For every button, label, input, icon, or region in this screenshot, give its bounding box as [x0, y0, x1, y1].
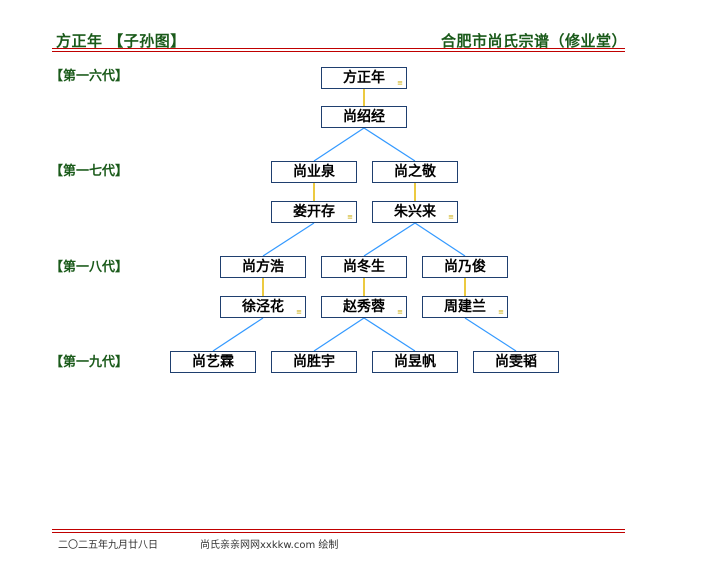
person-node: 尚胜宇 [271, 351, 357, 373]
person-name: 尚绍经 [343, 109, 385, 125]
footer-rule-bottom [52, 532, 625, 533]
child-link [262, 222, 315, 257]
person-node: 尚绍经 [321, 106, 407, 128]
person-node: 尚方浩 [220, 256, 306, 278]
person-name: 娄开存 [293, 204, 335, 220]
footer-rule-top [52, 529, 625, 530]
generation-label-16: 【第一六代】 [50, 69, 129, 84]
genealogy-title: 合肥市尚氏宗谱（修业堂） [440, 32, 627, 50]
person-name: 尚昱帆 [394, 354, 436, 370]
child-link [313, 317, 365, 352]
note-mark-icon: ≡ [397, 308, 403, 316]
note-mark-icon: ≡ [347, 213, 353, 221]
person-node: 赵秀蓉 ≡ [321, 296, 407, 318]
person-node: 尚昱帆 [372, 351, 458, 373]
child-link [313, 127, 365, 162]
generation-label-19: 【第一九代】 [50, 355, 129, 370]
person-name: 尚乃俊 [444, 259, 486, 275]
person-node: 尚乃俊 [422, 256, 508, 278]
header-rule-top [52, 48, 625, 49]
person-name: 尚艺霖 [192, 354, 234, 370]
person-name: 徐泾花 [242, 299, 284, 315]
person-node: 徐泾花 ≡ [220, 296, 306, 318]
person-name: 周建兰 [444, 299, 486, 315]
person-node: 尚冬生 [321, 256, 407, 278]
note-mark-icon: ≡ [296, 308, 302, 316]
child-link [464, 317, 517, 352]
header-rule-bottom [52, 51, 625, 52]
child-link [414, 222, 466, 257]
person-name: 尚雯韬 [495, 354, 537, 370]
note-mark-icon: ≡ [448, 213, 454, 221]
person-name: 尚之敬 [394, 164, 436, 180]
person-name: 尚胜宇 [293, 354, 335, 370]
child-link [212, 317, 264, 352]
diagram-title: 方正年 【子孙图】 [56, 32, 186, 50]
footer-credit: 尚氏亲亲网网xxkkw.com 绘制 [200, 540, 339, 551]
person-name: 尚业泉 [293, 164, 335, 180]
person-node: 方正年 ≡ [321, 67, 407, 89]
footer-date: 二〇二五年九月廿八日 [58, 540, 158, 551]
person-node: 娄开存 ≡ [271, 201, 357, 223]
person-name: 尚方浩 [242, 259, 284, 275]
person-node: 尚雯韬 [473, 351, 559, 373]
person-name: 尚冬生 [343, 259, 385, 275]
note-mark-icon: ≡ [498, 308, 504, 316]
note-mark-icon: ≡ [397, 79, 403, 87]
generation-label-17: 【第一七代】 [50, 164, 129, 179]
person-node: 周建兰 ≡ [422, 296, 508, 318]
person-name: 方正年 [343, 70, 385, 86]
child-link [363, 317, 416, 352]
person-node: 尚艺霖 [170, 351, 256, 373]
person-node: 朱兴来 ≡ [372, 201, 458, 223]
child-link [363, 127, 416, 162]
generation-label-18: 【第一八代】 [50, 260, 129, 275]
person-name: 赵秀蓉 [343, 299, 385, 315]
person-node: 尚业泉 [271, 161, 357, 183]
person-node: 尚之敬 [372, 161, 458, 183]
person-name: 朱兴来 [394, 204, 436, 220]
child-link [363, 222, 416, 257]
